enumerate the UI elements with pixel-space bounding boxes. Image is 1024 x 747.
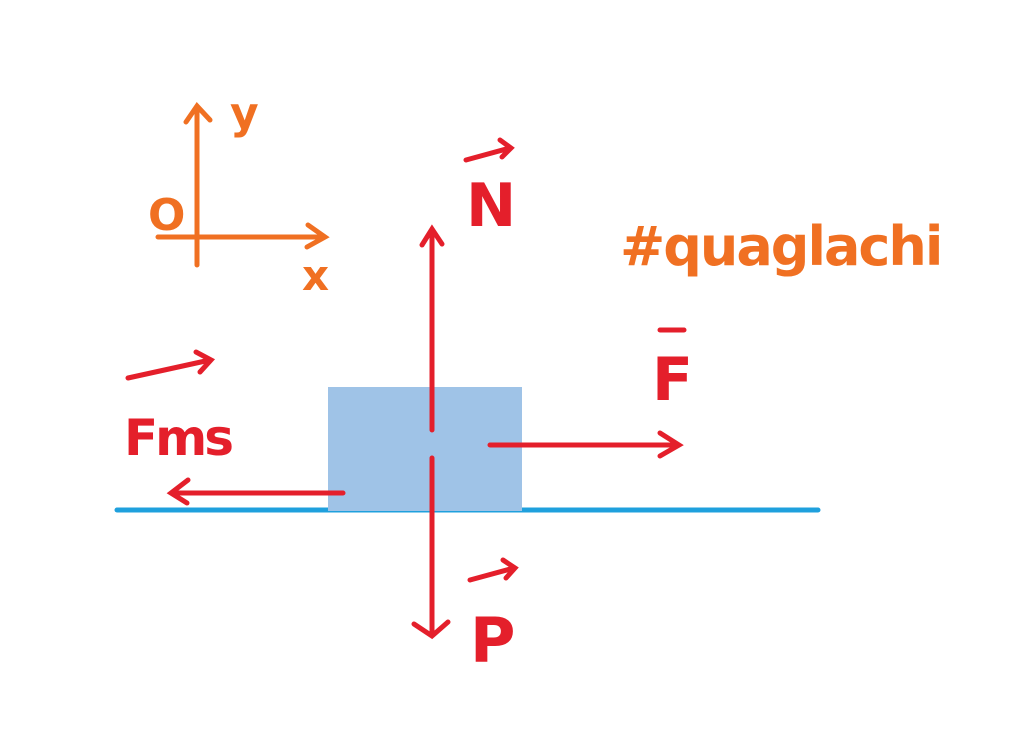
y-axis-label: y <box>230 88 259 139</box>
weight-label: P <box>470 604 515 677</box>
x-axis <box>155 222 330 250</box>
weight-arrow <box>411 455 451 640</box>
applied-force-arrow <box>487 430 684 459</box>
weight-vector-mark <box>467 557 519 583</box>
friction-vector-mark <box>125 349 216 381</box>
normal-force-label: N <box>466 171 516 241</box>
block <box>328 387 522 511</box>
normal-vector-mark <box>463 137 515 163</box>
signature-text: #quaglachi <box>620 215 941 278</box>
coordinate-axes <box>155 102 330 268</box>
normal-force-arrow <box>419 224 445 433</box>
y-axis <box>183 102 213 268</box>
friction-force-arrow <box>166 477 346 506</box>
origin-label: O <box>148 190 185 241</box>
applied-force-label: F <box>652 345 693 415</box>
x-axis-label: x <box>302 251 329 300</box>
friction-force-label: Fms <box>124 409 232 467</box>
